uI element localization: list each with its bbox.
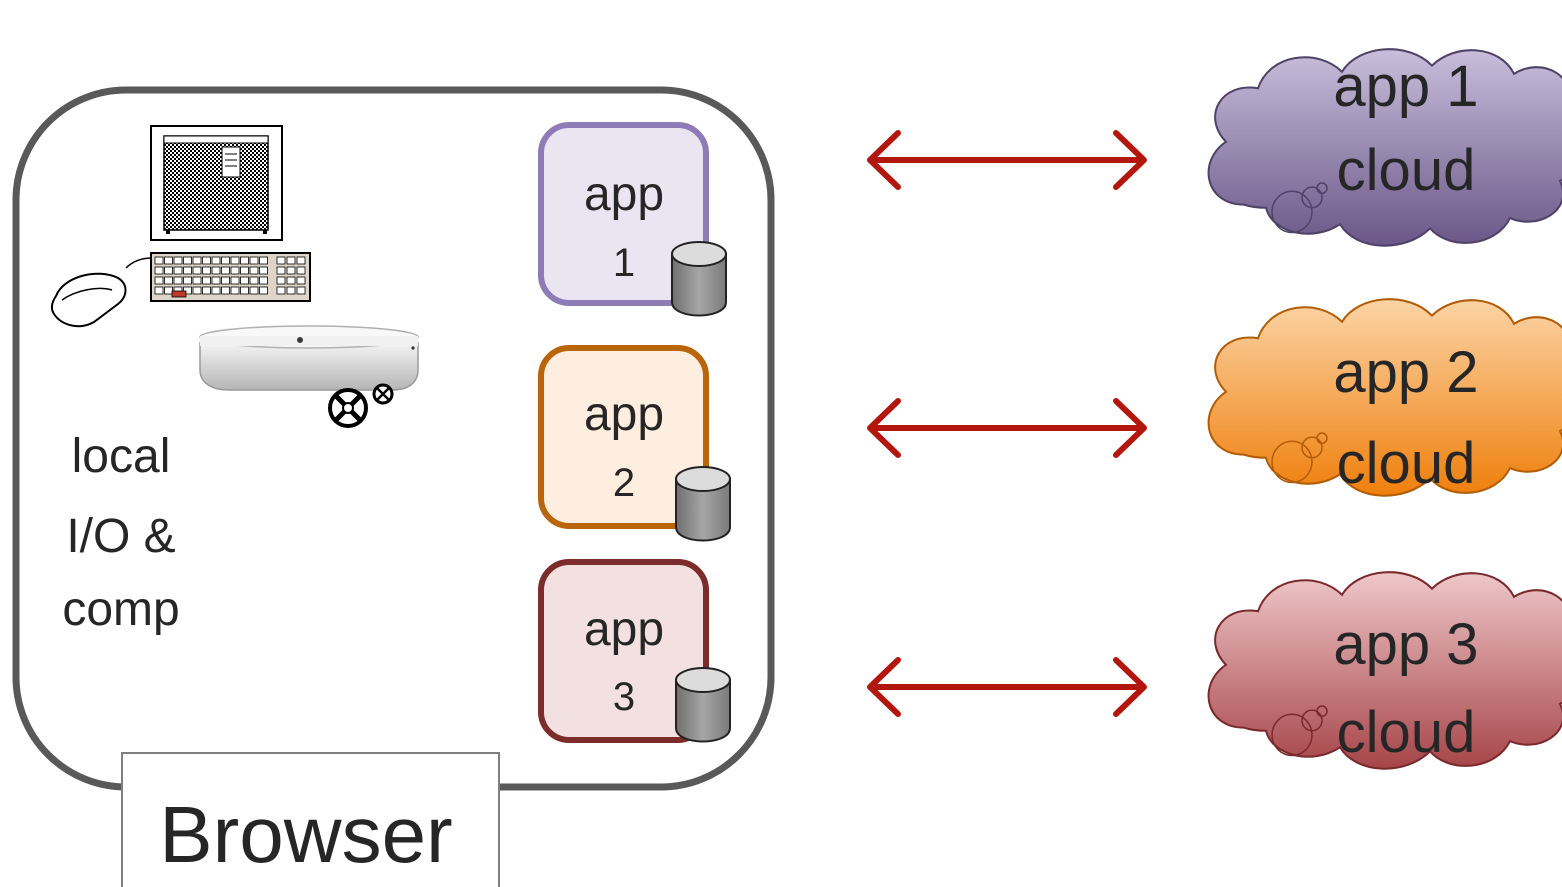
app-label: app	[584, 388, 664, 441]
local-label-line-2: I/O &	[66, 510, 175, 563]
app-label: app	[584, 168, 664, 221]
cloud-label-line-2: cloud	[1337, 431, 1476, 496]
database-icon	[675, 667, 731, 743]
local-label-line-1: local	[72, 430, 171, 483]
double-arrow-icon	[867, 657, 1147, 717]
cloud-label-line-2: cloud	[1337, 138, 1476, 203]
app-label: app	[584, 603, 664, 656]
cloud-label-line-2: cloud	[1337, 700, 1476, 765]
gear-icon	[328, 383, 394, 428]
browser-label-box	[121, 752, 500, 887]
database-icon	[675, 466, 731, 542]
keyboard-icon	[150, 252, 311, 302]
monitor-icon	[150, 125, 283, 241]
cloud-label-line-1: app 2	[1333, 340, 1478, 405]
cloud-app-2	[1207, 298, 1562, 497]
cloud-label-line-1: app 3	[1333, 612, 1478, 677]
mac-mini-icon	[199, 325, 419, 391]
database-icon	[671, 241, 727, 317]
app-box-1: app 1	[538, 122, 709, 306]
browser-label: Browser	[159, 790, 452, 879]
app-box-3: app 3	[538, 559, 709, 743]
app-box-2: app 2	[538, 345, 709, 529]
cloud-app-3	[1207, 571, 1562, 770]
app-number: 3	[613, 675, 635, 719]
app-number: 2	[613, 461, 635, 505]
double-arrow-icon	[867, 130, 1147, 190]
cloud-app-1	[1207, 48, 1562, 247]
local-label-line-3: comp	[62, 583, 179, 636]
cloud-label-line-1: app 1	[1333, 54, 1478, 119]
mouse-icon	[50, 257, 153, 328]
double-arrow-icon	[867, 398, 1147, 458]
app-number: 1	[613, 241, 635, 285]
